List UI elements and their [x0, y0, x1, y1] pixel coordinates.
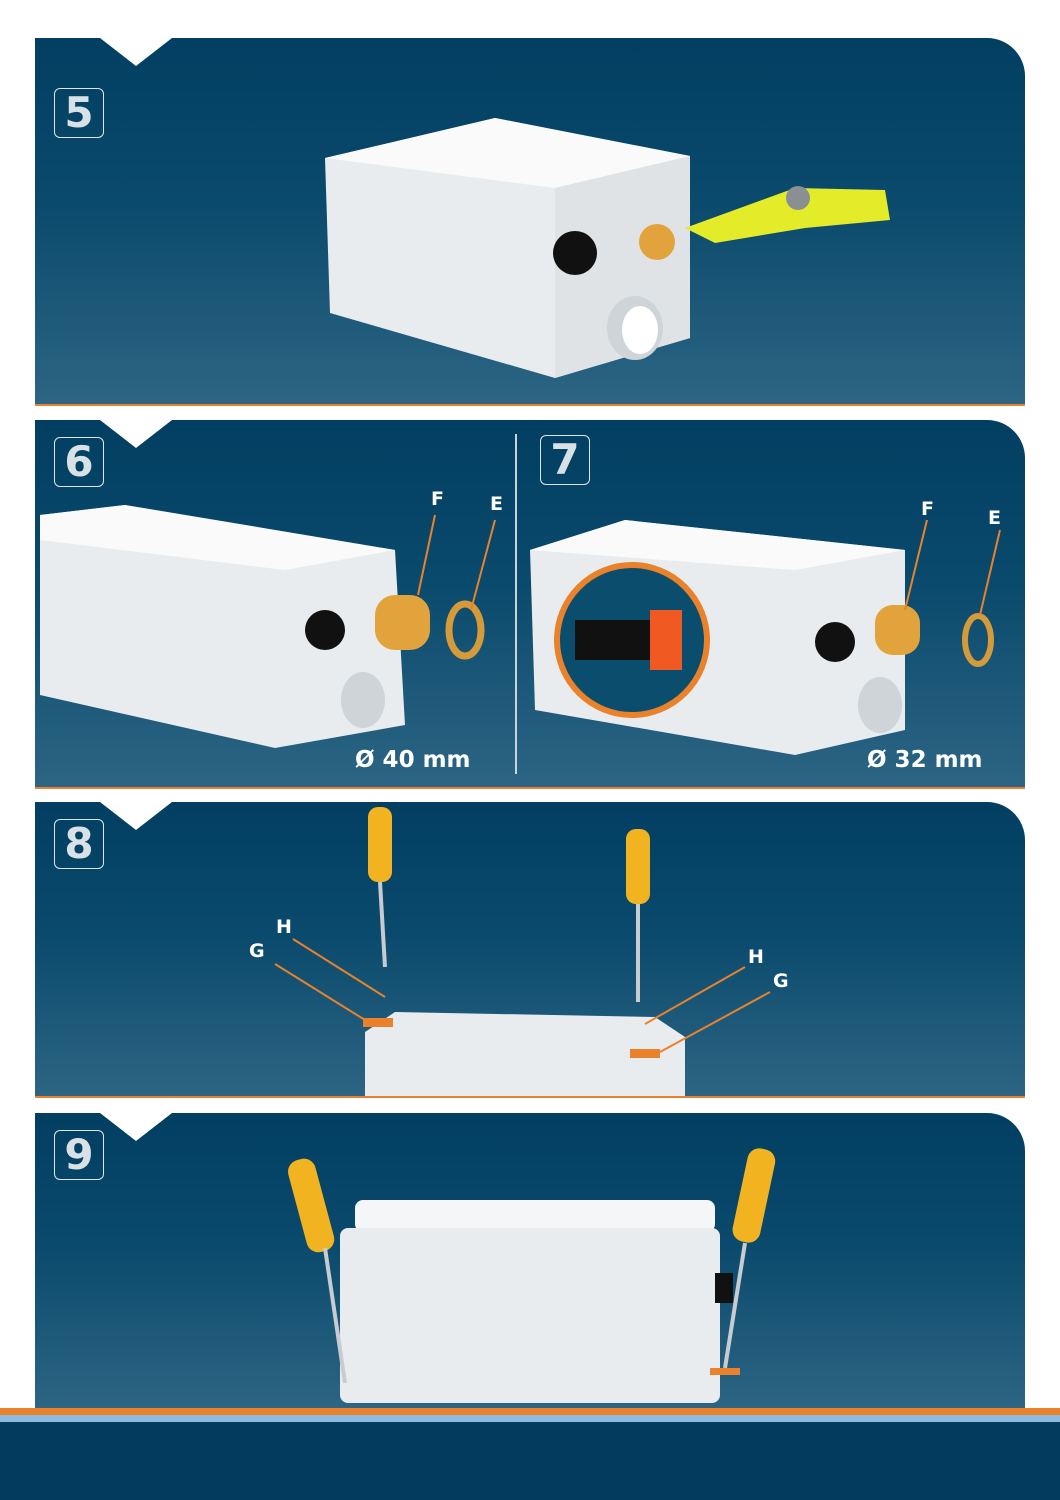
- lid-screws-illustration: [274, 807, 771, 1096]
- part-label-e: E: [988, 507, 1001, 529]
- step-number-badge: 8: [54, 819, 104, 869]
- step-5-panel: 5: [35, 38, 1025, 406]
- step-number-badge: 9: [54, 1130, 104, 1180]
- step-9-panel: 9: [35, 1113, 1025, 1408]
- step-number-badge: 7: [540, 435, 590, 485]
- step-6-7-panel: 6 7 F E F E Ø 40 mm Ø 32 mm: [35, 420, 1025, 789]
- panel-notch: [100, 802, 172, 830]
- panel-notch: [100, 38, 172, 66]
- pump-cutting-illustration: [325, 118, 890, 378]
- part-label-h: H: [748, 946, 764, 968]
- footer-orange-stripe: [0, 1408, 1060, 1415]
- footer-bar: [0, 1422, 1060, 1500]
- step-number-badge: 5: [54, 88, 104, 138]
- part-label-f: F: [431, 488, 444, 510]
- diameter-label: Ø 40 mm: [355, 747, 471, 773]
- diameter-label: Ø 32 mm: [867, 747, 983, 773]
- lid-fixing-illustration: [288, 1148, 776, 1403]
- step-number-badge: 6: [54, 437, 104, 487]
- footer-blue-stripe: [0, 1415, 1060, 1422]
- panel-divider: [515, 434, 517, 774]
- panel-notch: [100, 420, 172, 448]
- part-label-f: F: [921, 498, 934, 520]
- part-label-e: E: [490, 493, 503, 515]
- part-label-h: H: [276, 916, 292, 938]
- step-8-panel: 8 H G H G: [35, 802, 1025, 1098]
- panel-notch: [100, 1113, 172, 1141]
- part-label-g: G: [249, 940, 265, 962]
- part-label-g: G: [773, 970, 789, 992]
- pump-fitting-illustration: [40, 505, 1001, 755]
